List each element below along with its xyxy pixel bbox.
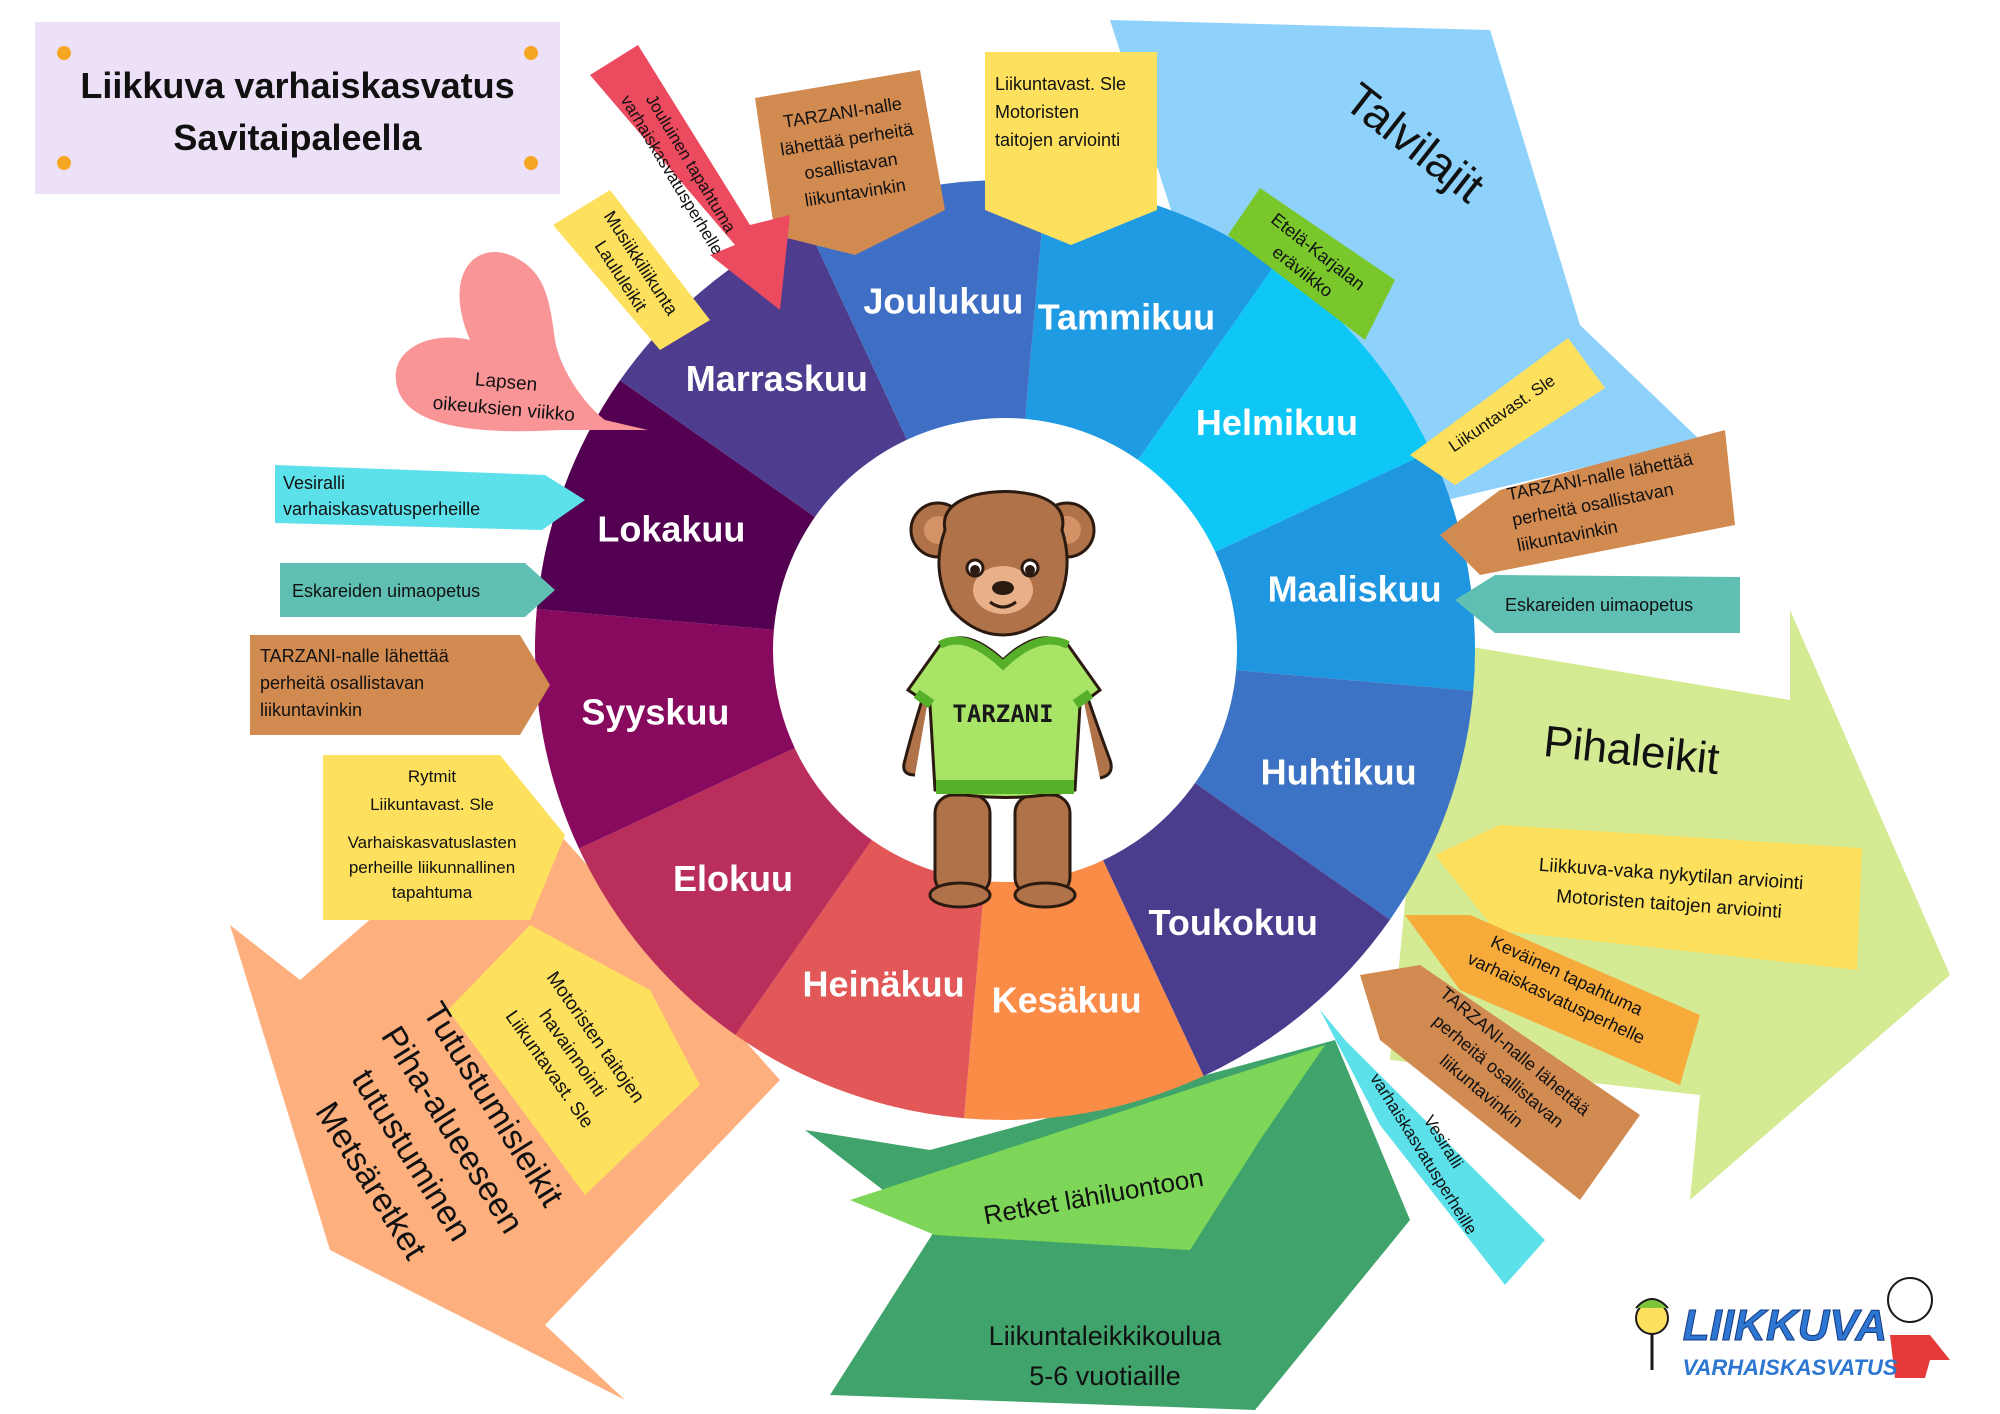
month-label-joulukuu: Joulukuu [863,280,1023,321]
note-tarzani-mar-shape [1440,430,1735,575]
month-segment-maaliskuu [1213,451,1475,691]
note-uimaopetus-mar-shape [1455,575,1740,633]
month-label-toukokuu: Toukokuu [1149,902,1318,943]
note-vesiralli-may-shape [1320,1010,1545,1285]
note-vesiralli-nov-shape [275,465,585,530]
note-uimaopetus-mar: Eskareiden uimaopetus [1505,595,1693,615]
month-segment-heinäkuu [735,838,985,1119]
month-wheel: TammikuuHelmikuuMaaliskuuHuhtikuuToukoku… [535,180,1475,1121]
month-segment-toukokuu [1102,781,1391,1076]
month-segment-huhtikuu [1193,670,1474,920]
note-text: TARZANI-nalle lähettää [260,646,450,666]
note-etela-karjala-shape [1228,188,1395,340]
page-title: Liikkuva varhaiskasvatus Savitaipaleella [35,60,560,164]
title-line-1: Liikkuva varhaiskasvatus [80,65,515,106]
liikkuva-logo: LIIKKUVA VARHAISKASVATUS [1635,1277,1950,1380]
month-label-lokakuu: Lokakuu [597,509,745,550]
school-label: Liikuntaleikkikoulua 5-6 vuotiaille [989,1321,1223,1391]
note-musiikki-shape [553,190,710,350]
note-joulukuu-tarzani-shape [755,70,945,255]
note-text: Rytmit [408,767,456,786]
month-segment-syyskuu [535,609,797,849]
note-tarzani-oct: TARZANI-nalle lähettää perheitä osallist… [260,646,450,720]
month-segment-helmikuu [1136,264,1431,553]
school-label-line: 5-6 vuotiaille [1029,1361,1181,1391]
note-liikkuva-vaka-shape [1435,825,1862,970]
school-label-line: Liikuntaleikkikoulua [989,1321,1223,1351]
note-text: Motoristen [995,102,1079,122]
note-joulu-event-shape [590,45,790,310]
note-tammikuu: Liikuntavast. Sle Motoristen taitojen ar… [995,74,1126,150]
note-text: tapahtuma [392,883,473,902]
note-sle-feb-shape [1410,338,1605,485]
note-elokuu-shape [448,925,700,1195]
month-segment-tammikuu [1025,181,1275,462]
bear-shirt-text: TARZANI [952,700,1053,728]
tarzani-bear-illustration [902,490,1113,909]
note-tammikuu-shape [985,52,1157,245]
month-label-maaliskuu: Maaliskuu [1268,568,1442,609]
note-text: Varhaiskasvatuslasten [348,833,517,852]
title-box-dot [57,156,71,170]
month-segment-kesäkuu [964,858,1204,1121]
title-box: Liikkuva varhaiskasvatus Savitaipaleella [35,22,560,194]
month-label-heinäkuu: Heinäkuu [803,964,965,1005]
note-vesiralli-nov: Vesiralli varhaiskasvatusperheille [283,473,480,519]
month-label-tammikuu: Tammikuu [1038,296,1215,337]
month-segment-elokuu [579,747,874,1036]
title-box-dot [524,156,538,170]
title-line-2: Savitaipaleella [173,117,422,158]
note-text: liikuntavinkin [260,700,362,720]
month-label-syyskuu: Syyskuu [581,692,729,733]
note-tarzani-oct-shape [250,635,550,735]
nature-arrow [850,1045,1325,1250]
logo-line-1: LIIKKUVA [1683,1301,1888,1350]
wheel-center [773,418,1237,882]
note-text: perheille liikunnallinen [349,858,515,877]
month-label-kesäkuu: Kesäkuu [992,980,1142,1021]
month-label-helmikuu: Helmikuu [1196,402,1358,443]
month-segment-marraskuu [619,224,908,519]
note-uimaopetus-oct-shape [280,563,555,617]
note-syyskuu-shape [323,755,565,920]
logo-line-2: VARHAISKASVATUS [1682,1355,1897,1380]
title-box-dot [57,46,71,60]
note-text: Liikuntavast. Sle [370,795,494,814]
note-tarzani-may-shape [1360,965,1640,1200]
note-text: Liikuntavast. Sle [995,74,1126,94]
note-syyskuu: Rytmit Liikuntavast. Sle Varhaiskasvatus… [348,767,517,902]
note-kevainen-shape [1405,915,1700,1085]
title-box-dot [524,46,538,60]
month-label-marraskuu: Marraskuu [686,358,868,399]
note-text: taitojen arviointi [995,130,1120,150]
note-text: perheitä osallistavan [260,673,424,693]
month-segment-lokakuu [536,380,817,630]
month-label-elokuu: Elokuu [673,858,793,899]
note-text: Vesiralli [283,473,345,493]
note-text: varhaiskasvatusperheille [283,499,480,519]
heart-shape [395,251,648,432]
note-uimaopetus-oct: Eskareiden uimaopetus [292,581,480,601]
month-label-huhtikuu: Huhtikuu [1261,751,1417,792]
